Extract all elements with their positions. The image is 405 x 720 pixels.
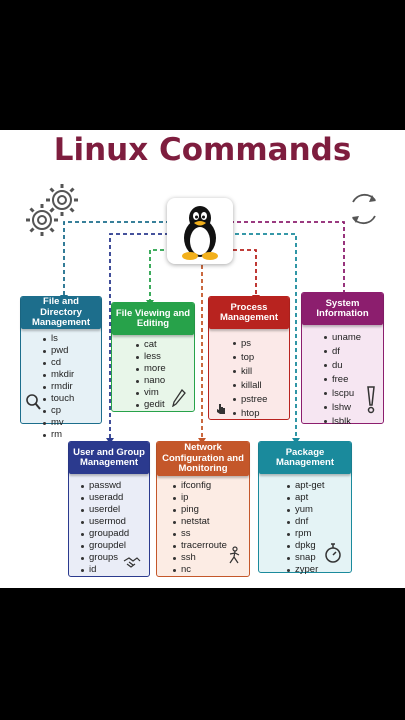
card-network: Network Configuration and Monitoring ifc… — [156, 441, 250, 577]
list-item: dnf — [287, 516, 325, 528]
connector-user-group — [109, 233, 176, 438]
list-item: apt-get — [287, 480, 325, 492]
list-item: lshw — [324, 401, 361, 415]
card-file-viewing: File Viewing and Editing cat less more n… — [111, 302, 195, 412]
list-item: pwd — [43, 345, 74, 357]
list-item: df — [324, 345, 361, 359]
card-title: File and Directory Management — [21, 297, 101, 329]
command-list: ls pwd cd mkdir rmdir touch cp mv rm — [43, 333, 74, 441]
card-system-info: System Information uname df du free lscp… — [301, 292, 384, 427]
list-item: passwd — [81, 480, 129, 492]
list-item: htop — [233, 407, 267, 421]
list-item: ip — [173, 492, 227, 504]
hand-pointer-icon — [217, 404, 225, 414]
list-item: top — [233, 351, 267, 365]
command-list: ifconfig ip ping netstat ss tracerroute … — [173, 480, 227, 576]
card-process: Process Management ps top kill killall p… — [208, 296, 290, 420]
card-file-directory: File and Directory Management ls pwd cd … — [20, 296, 102, 440]
list-item: ls — [43, 333, 74, 345]
list-item: nano — [136, 375, 166, 387]
list-item: apt — [287, 492, 325, 504]
list-item: ifconfig — [173, 480, 227, 492]
list-item: free — [324, 373, 361, 387]
gears-icon — [26, 184, 78, 236]
tux-penguin-icon — [182, 206, 218, 260]
list-item: cat — [136, 339, 166, 351]
list-item: rm — [43, 429, 74, 441]
list-item: pstree — [233, 393, 267, 407]
pencil-icon — [172, 389, 186, 407]
list-item: groupadd — [81, 528, 129, 540]
connector-package — [228, 233, 297, 438]
list-item: groupdel — [81, 540, 129, 552]
connector-file-directory — [63, 221, 170, 295]
card-title: User and Group Management — [69, 442, 149, 474]
command-list: apt-get apt yum dnf rpm dpkg snap zyper — [287, 480, 325, 576]
handshake-icon — [123, 557, 141, 568]
connector-file-viewing — [149, 249, 185, 300]
card-title: System Information — [302, 293, 383, 325]
list-item: ss — [173, 528, 227, 540]
refresh-arrows-icon — [352, 193, 376, 225]
list-item: zyper — [287, 564, 325, 576]
command-list: cat less more nano vim gedit — [136, 339, 166, 411]
command-list: passwd useradd userdel usermod groupadd … — [81, 480, 129, 576]
card-title: Network Configuration and Monitoring — [157, 442, 249, 476]
list-item: lscpu — [324, 387, 361, 401]
list-item: useradd — [81, 492, 129, 504]
exclamation-icon — [367, 386, 375, 414]
card-title: File Viewing and Editing — [112, 303, 194, 335]
list-item: rmdir — [43, 381, 74, 393]
list-item: snap — [287, 552, 325, 564]
list-item: netstat — [173, 516, 227, 528]
list-item: touch — [43, 393, 74, 405]
list-item: gedit — [136, 399, 166, 411]
magnifier-icon — [26, 394, 41, 410]
card-user-group: User and Group Management passwd useradd… — [68, 441, 150, 577]
command-list: uname df du free lscpu lshw lsblk — [324, 331, 361, 429]
infographic: Linux Commands — [0, 130, 405, 588]
list-item: dpkg — [287, 540, 325, 552]
list-item: less — [136, 351, 166, 363]
list-item: userdel — [81, 504, 129, 516]
page-title: Linux Commands — [53, 132, 352, 168]
person-walking-icon — [229, 546, 240, 564]
command-list: ps top kill killall pstree htop — [233, 337, 267, 421]
list-item: vim — [136, 387, 166, 399]
card-title: Package Management — [259, 442, 351, 474]
list-item: mv — [43, 417, 74, 429]
list-item: nc — [173, 564, 227, 576]
list-item: lsblk — [324, 415, 361, 429]
list-item: ssh — [173, 552, 227, 564]
card-title: Process Management — [209, 297, 289, 329]
list-item: cd — [43, 357, 74, 369]
list-item: uname — [324, 331, 361, 345]
list-item: yum — [287, 504, 325, 516]
connector-system-info — [230, 221, 345, 293]
list-item: rpm — [287, 528, 325, 540]
tux-logo-frame — [167, 198, 233, 264]
list-item: ps — [233, 337, 267, 351]
list-item: kill — [233, 365, 267, 379]
list-item: more — [136, 363, 166, 375]
list-item: cp — [43, 405, 74, 417]
list-item: id — [81, 564, 129, 576]
card-package: Package Management apt-get apt yum dnf r… — [258, 441, 352, 576]
list-item: usermod — [81, 516, 129, 528]
list-item: du — [324, 359, 361, 373]
list-item: tracerroute — [173, 540, 227, 552]
list-item: killall — [233, 379, 267, 393]
list-item: groups — [81, 552, 129, 564]
list-item: mkdir — [43, 369, 74, 381]
list-item: ping — [173, 504, 227, 516]
stopwatch-icon — [325, 543, 341, 563]
